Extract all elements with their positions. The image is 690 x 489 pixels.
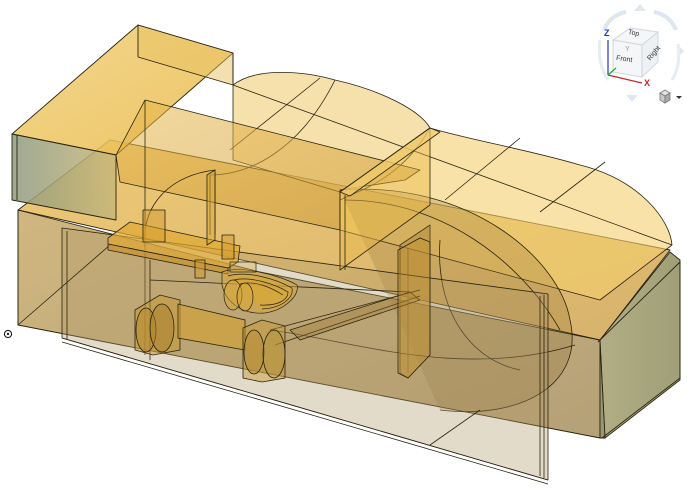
gripper-fingers[interactable] [221,261,298,314]
upper-left-block[interactable] [11,24,234,221]
display-mode-dropdown[interactable] [657,89,687,105]
rotate-ccw-arrow-icon[interactable] [602,10,627,31]
y-axis-line [607,67,617,76]
origin-icon [3,329,13,339]
rotate-down-arrow-icon[interactable] [626,95,638,102]
x-axis-label: X [644,78,651,88]
rotate-cw-arrow-icon[interactable] [653,10,678,31]
view-cube[interactable]: Z X Y Top Front Right [590,0,690,110]
cube-face-right[interactable] [641,30,659,79]
inner-channel[interactable] [115,99,431,379]
z-axis-label: Z [604,28,610,38]
roller-right[interactable] [242,319,286,383]
upper-right-block[interactable] [339,127,441,271]
chevron-down-icon [676,96,682,99]
x-axis-line [607,74,643,84]
y-axis-label: Y [625,46,630,53]
roller-body[interactable] [177,303,246,351]
origin-marker[interactable] [3,326,13,339]
front-plate[interactable] [61,227,549,485]
center-column[interactable] [206,169,431,379]
cylinder-cutouts [144,169,576,413]
divider-wall [17,210,111,326]
roller-left[interactable] [134,294,181,356]
rotate-up-arrow-icon[interactable] [634,4,646,11]
cube-shaded-icon [659,89,671,104]
